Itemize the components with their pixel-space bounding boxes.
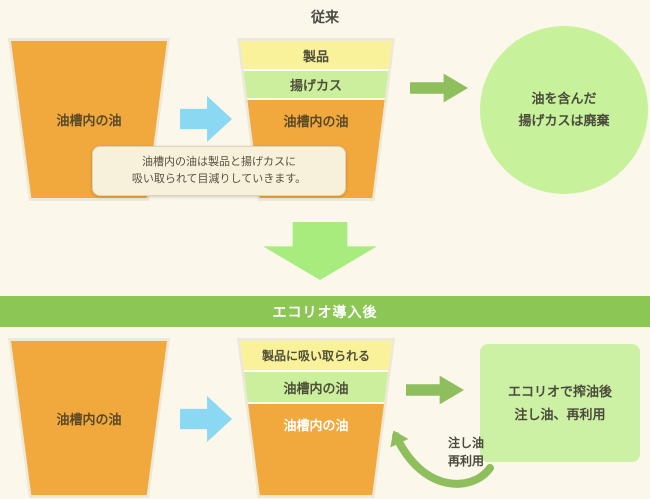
recycle-curved-arrow-icon: [378, 418, 496, 496]
tooltip-line-1: 油槽内の油は製品と揚げカスに: [142, 156, 296, 168]
product-layer-label: 製品: [302, 48, 329, 64]
tank-oil-label: 油槽内の油: [283, 418, 349, 433]
oil-layer: 油槽内の油: [240, 404, 392, 495]
recovered-oil-layer: 油槽内の油: [240, 372, 392, 404]
after-fryer-tank-body: 製品に吸い取られる 油槽内の油 油槽内の油: [240, 341, 392, 495]
residue-layer: 揚げカス: [240, 71, 392, 100]
before-left-oil-tank: 油槽内の油: [8, 38, 170, 201]
reuse-box-line-1: エコリオで搾油後: [507, 383, 612, 399]
to-reuse-arrow-icon: [406, 375, 464, 405]
absorbed-layer: 製品に吸い取られる: [240, 341, 392, 372]
oil-decrease-tooltip: 油槽内の油は製品と揚げカスに 吸い取られて目減りしていきます。: [92, 146, 346, 197]
flow-right-arrow-icon: [180, 396, 232, 442]
transition-down-arrow-icon: [263, 222, 377, 280]
after-left-oil-tank-body: 油槽内の油: [11, 341, 167, 495]
tank-oil-label: 油槽内の油: [56, 113, 122, 128]
waste-circle-line-1: 油を含んだ: [531, 90, 597, 106]
tank-oil-label: 油槽内の油: [56, 411, 122, 427]
residue-layer-label: 揚げカス: [289, 78, 342, 93]
after-section-banner: エコリオ導入後: [0, 296, 650, 327]
after-left-oil-tank: 油槽内の油: [8, 338, 170, 498]
tooltip-line-2: 吸い取られて目減りしていきます。: [131, 173, 307, 186]
recycle-label: 注し油 再利用: [430, 434, 502, 470]
flow-right-arrow-icon: [180, 96, 232, 142]
reuse-result-box: エコリオで搾油後 注し油、再利用: [480, 344, 640, 462]
tank-oil-label: 油槽内の油: [283, 114, 349, 129]
recycle-label-line-2: 再利用: [447, 454, 484, 468]
before-fryer-tank: 製品 揚げカス 油槽内の油: [237, 38, 395, 201]
absorbed-layer-label: 製品に吸い取られる: [261, 349, 370, 363]
after-fryer-tank: 製品に吸い取られる 油槽内の油 油槽内の油: [237, 338, 395, 498]
oil-layer: 油槽内の油: [11, 341, 167, 495]
after-section-banner-label: エコリオ導入後: [272, 303, 378, 320]
recycle-label-line-1: 注し油: [447, 436, 484, 450]
to-waste-arrow-icon: [410, 73, 468, 103]
recovered-oil-layer-label: 油槽内の油: [283, 380, 349, 396]
waste-result-circle: 油を含んだ 揚げカスは廃棄: [480, 26, 648, 194]
before-section-title: 従来: [311, 9, 339, 25]
product-layer: 製品: [240, 41, 392, 71]
waste-circle-line-2: 揚げカスは廃棄: [518, 113, 610, 128]
reuse-box-line-2: 注し油、再利用: [514, 407, 606, 422]
